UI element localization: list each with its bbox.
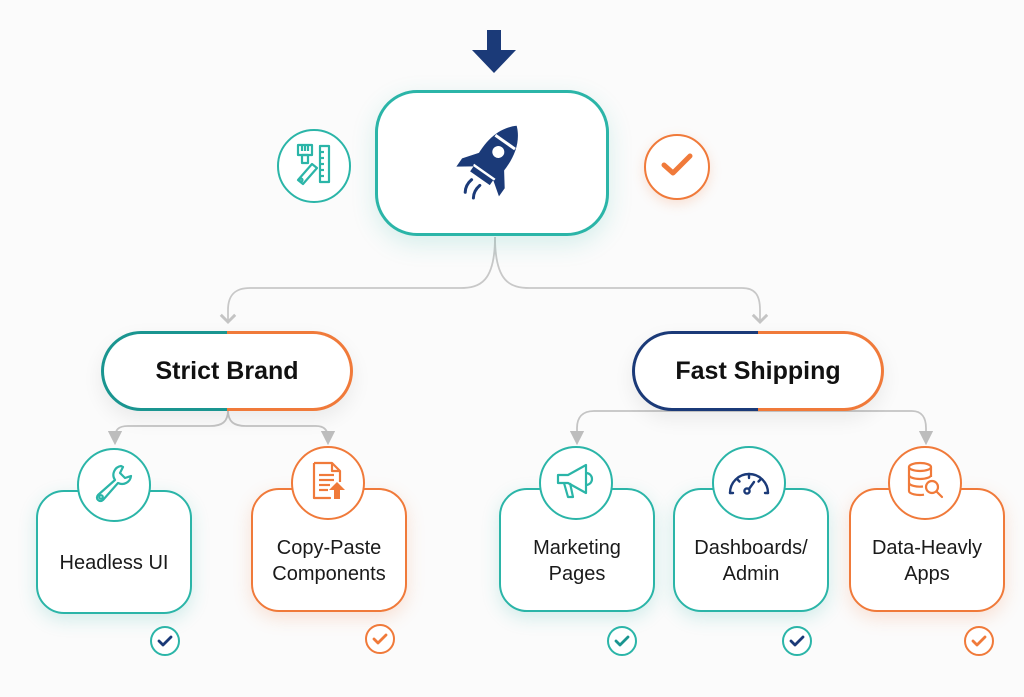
branch-label: Fast Shipping [675, 356, 841, 385]
megaphone-icon [554, 461, 598, 506]
check-badge-headless-ui [150, 626, 180, 656]
arrow-down-icon [472, 30, 516, 74]
check-badge-dashboards [782, 626, 812, 656]
document-upload-icon [308, 460, 348, 507]
branch-fast-shipping[interactable]: Fast Shipping [632, 331, 884, 411]
checkmark-icon [372, 633, 388, 645]
check-badge-marketing [607, 626, 637, 656]
branch-label: Strict Brand [155, 356, 299, 385]
card-label: Marketing Pages [533, 537, 621, 585]
design-tools-badge [277, 129, 351, 203]
check-badge-data-heavy [964, 626, 994, 656]
checkmark-icon [614, 635, 630, 647]
root-node[interactable] [375, 90, 609, 236]
database-search-icon [904, 460, 946, 507]
wrench-icon [93, 462, 135, 509]
branch-strict-brand[interactable]: Strict Brand [101, 331, 353, 411]
check-badge-large [644, 134, 710, 200]
card-label: Copy-Paste Components [272, 537, 386, 585]
icon-circle-headless-ui [77, 448, 151, 522]
checkmark-icon [157, 635, 173, 647]
card-label: Data-Heavly Apps [871, 537, 983, 585]
design-tools-icon [292, 142, 336, 191]
checkmark-icon [971, 635, 987, 647]
gauge-icon [724, 463, 774, 504]
checkmark-icon [789, 635, 805, 647]
icon-circle-marketing [539, 446, 613, 520]
card-label: Headless UI [59, 552, 169, 574]
icon-circle-data-heavy [888, 446, 962, 520]
card-label: Dashboards/ Admin [694, 537, 808, 585]
checkmark-icon [660, 151, 694, 184]
icon-circle-copy-paste [291, 446, 365, 520]
rocket-icon [456, 116, 528, 211]
check-badge-copy-paste [365, 624, 395, 654]
icon-circle-dashboards [712, 446, 786, 520]
